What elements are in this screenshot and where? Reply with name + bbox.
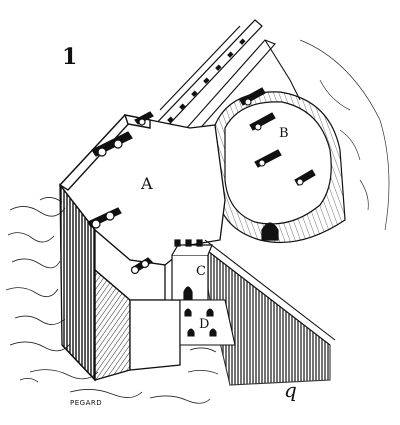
building-d bbox=[179, 299, 236, 346]
cannon-4 bbox=[134, 111, 154, 126]
curtain-wall bbox=[199, 239, 336, 386]
label-b: B bbox=[279, 126, 289, 141]
label-c: C bbox=[196, 264, 206, 279]
tower-b-cannons bbox=[239, 87, 316, 186]
parapet-crenels bbox=[167, 38, 246, 123]
cannon-3 bbox=[130, 257, 153, 275]
label-d: D bbox=[199, 317, 210, 332]
label-q: q bbox=[284, 378, 297, 402]
front-block bbox=[94, 228, 181, 381]
label-a: A bbox=[141, 174, 153, 193]
cannon-1 bbox=[91, 131, 133, 157]
cannon-2 bbox=[87, 207, 122, 229]
tower-c bbox=[171, 239, 213, 301]
engraver-signature: PEGARD bbox=[70, 399, 103, 407]
tower-b bbox=[214, 91, 346, 243]
figure-number: 1 bbox=[62, 44, 78, 70]
right-cliff bbox=[299, 39, 390, 231]
